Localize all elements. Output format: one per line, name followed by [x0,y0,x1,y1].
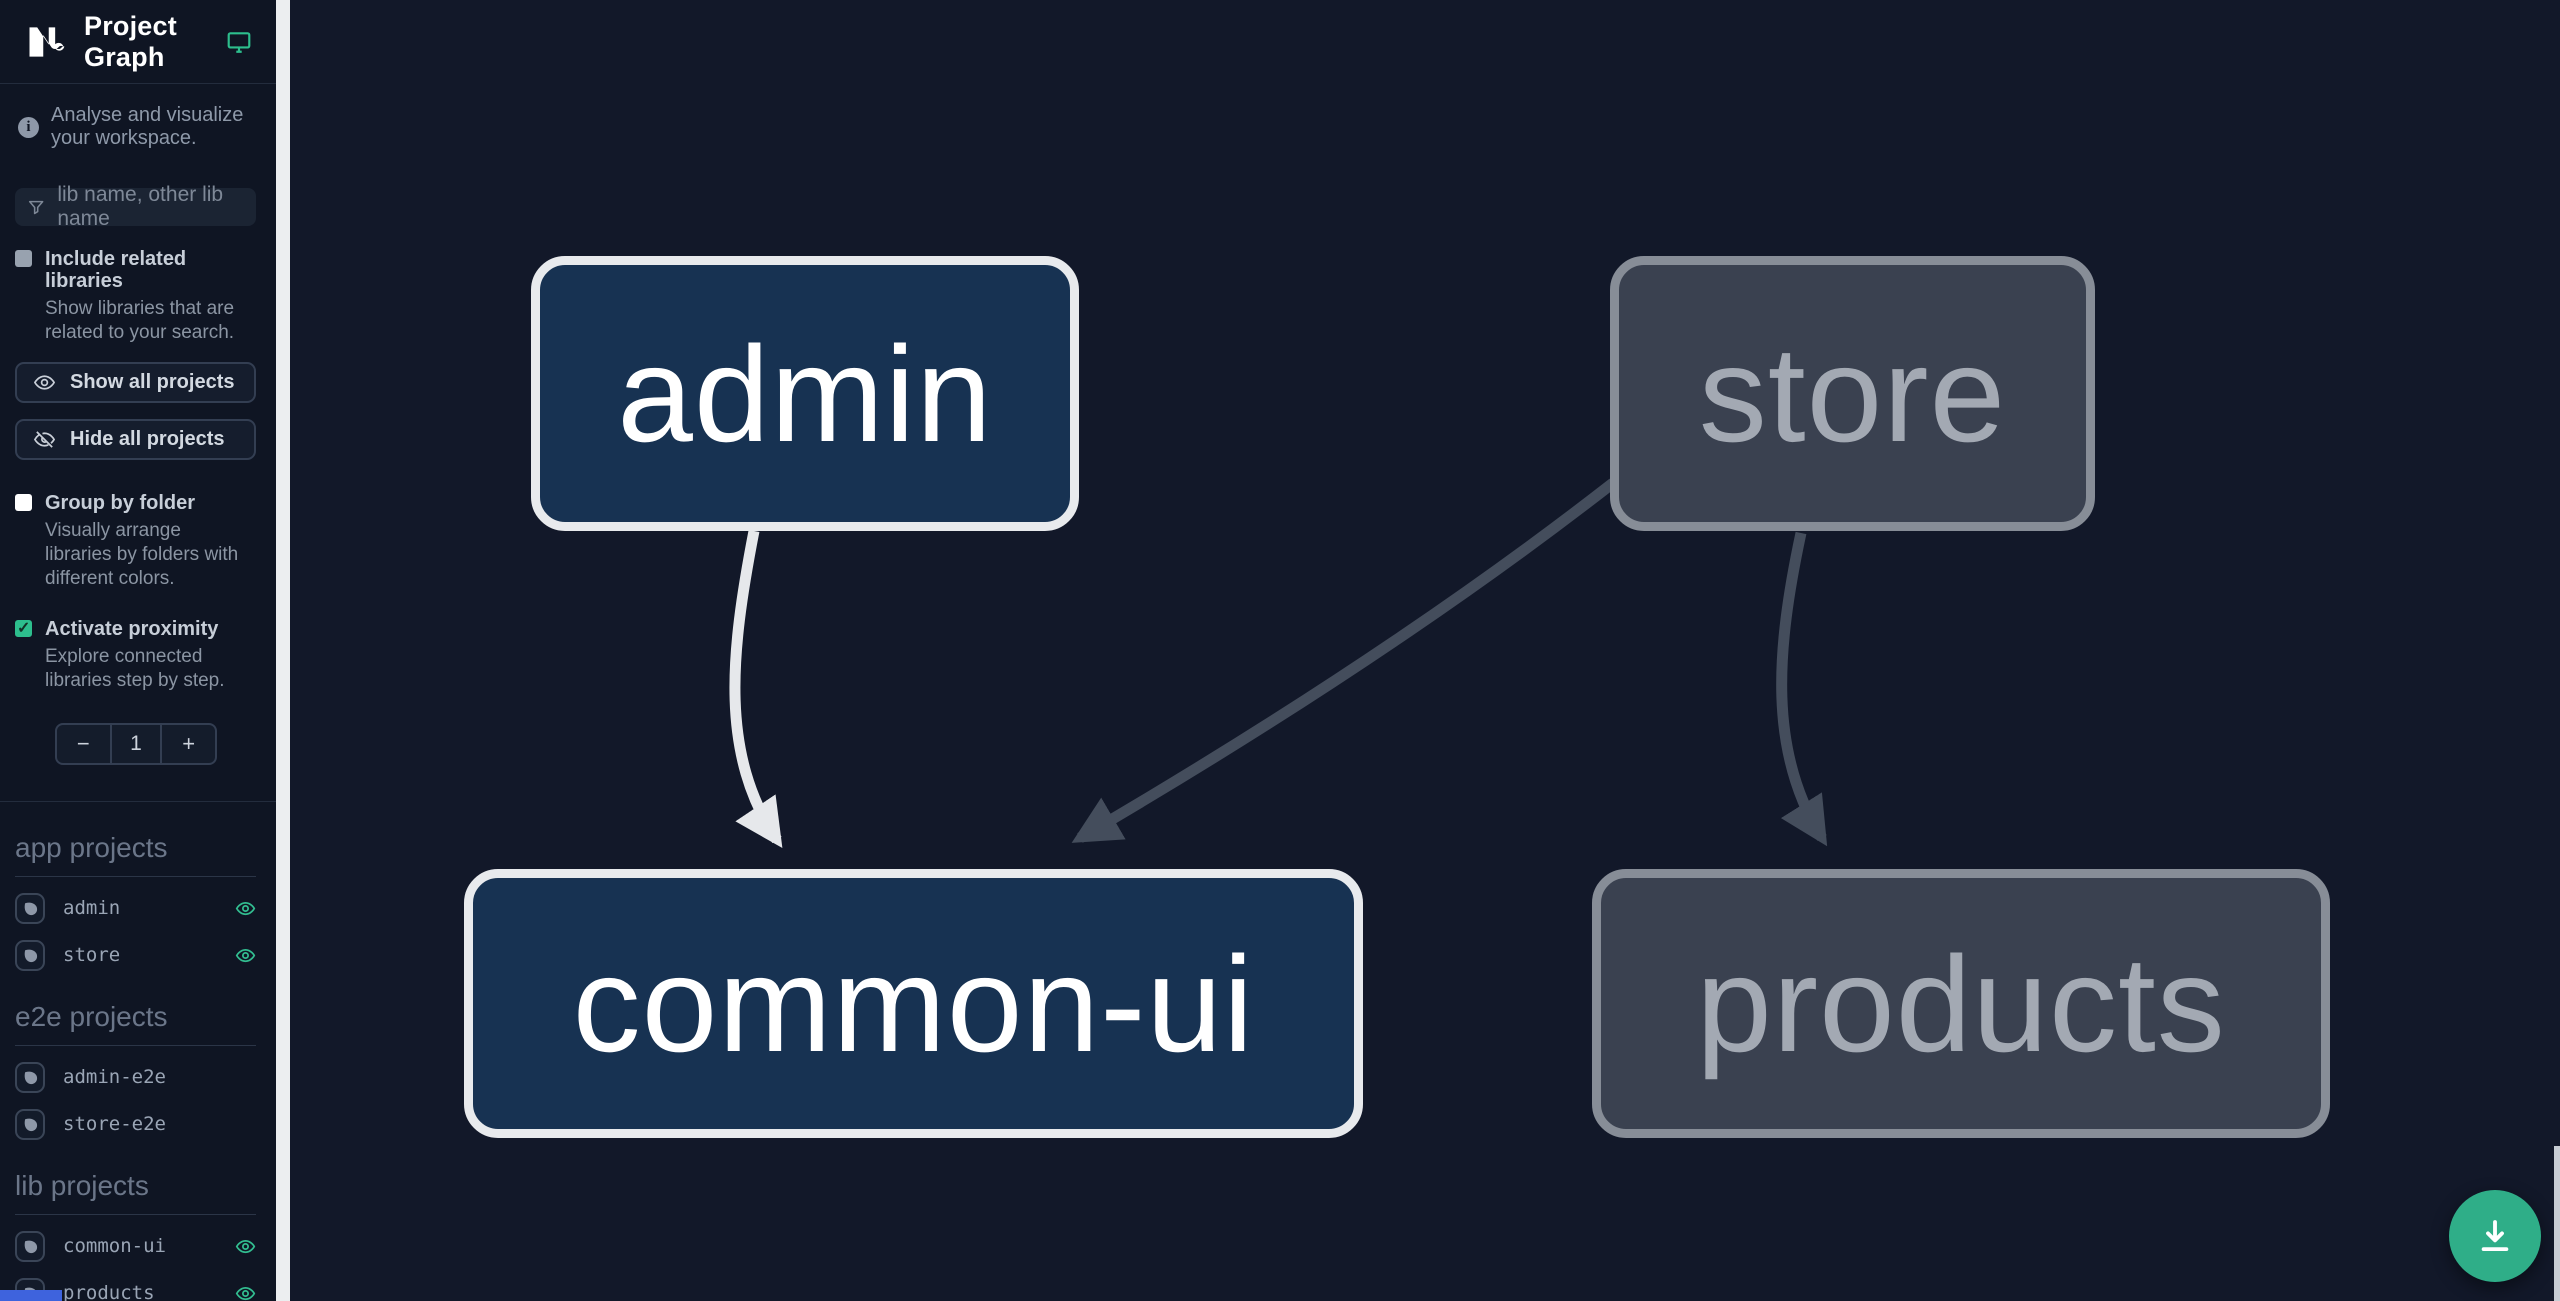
project-row-admin: admin [15,892,256,924]
eye-icon [33,375,56,390]
focus-pin-icon [24,1240,37,1253]
graph-node-admin[interactable]: admin [531,256,1079,531]
graph-node-store[interactable]: store [1610,256,2095,531]
graph-node-common-ui[interactable]: common-ui [464,869,1363,1138]
project-name[interactable]: products [63,1282,155,1301]
project-row-common-ui: common-ui [15,1230,256,1262]
filter-funnel-icon [28,200,44,215]
project-name[interactable]: store-e2e [63,1113,166,1136]
intro-row: i Analyse and visualize your workspace. [0,84,276,150]
include-related-checkbox[interactable] [15,250,32,267]
proximity-value: 1 [109,725,163,764]
graph-node-products[interactable]: products [1592,869,2330,1138]
focus-project-button[interactable] [15,1061,45,1093]
toggle-visibility-eye-icon[interactable] [235,945,256,966]
hide-all-projects-label: Hide all projects [70,427,225,450]
vertical-scrollbar-thumb[interactable] [2554,1146,2560,1301]
activate-proximity-option: Activate proximity Explore connected lib… [15,618,256,694]
info-icon: i [18,116,39,138]
sidebar-header: Project Graph [0,0,276,84]
focus-pin-icon [24,949,37,962]
eye-slash-icon [33,430,56,448]
intro-text: Analyse and visualize your workspace. [51,104,244,149]
download-graph-button[interactable] [2449,1190,2541,1282]
hide-all-projects-button[interactable]: Hide all projects [15,418,256,460]
group-by-folder-option: Group by folder Visually arrange librari… [15,492,256,592]
edge-store-to-common-ui [1071,478,1617,843]
sidebar: Project Graph i Analyse and visualize yo… [0,0,276,1301]
include-related-option: Include related libraries Show libraries… [15,248,256,346]
focus-project-button[interactable] [15,939,45,971]
activate-proximity-description: Explore connected libraries step by step… [45,645,225,691]
section-heading-e2e-projects: e2e projects [15,1001,256,1047]
search-input[interactable]: lib name, other lib name [15,183,256,230]
include-related-description: Show libraries that are related to your … [45,298,235,344]
toggle-visibility-eye-icon[interactable] [235,898,256,919]
project-name[interactable]: store [63,944,121,967]
proximity-increment-button[interactable]: + [182,731,196,757]
horizontal-scrollbar-thumb[interactable] [0,1290,62,1301]
proximity-stepper: − 1 + [55,723,217,766]
sidebar-divider [0,801,276,803]
project-name[interactable]: admin [63,897,121,920]
page-title: Project Graph [84,10,177,72]
focus-project-button[interactable] [15,892,45,924]
section-heading-app-projects: app projects [15,832,256,878]
toggle-visibility-eye-icon[interactable] [235,1236,256,1257]
panel-resize-divider[interactable] [276,0,290,1301]
focus-project-button[interactable] [15,1230,45,1262]
project-name[interactable]: admin-e2e [63,1066,166,1089]
edge-store-to-products [1776,531,1828,847]
search-placeholder: lib name, other lib name [57,183,224,230]
include-related-label: Include related libraries [45,248,187,292]
group-by-folder-checkbox[interactable] [15,493,32,511]
focus-pin-icon [24,1118,37,1131]
focus-pin-icon [24,902,37,915]
activate-proximity-checkbox[interactable] [15,618,32,638]
focus-project-button[interactable] [15,1108,45,1140]
nx-logo-icon [29,26,65,57]
proximity-decrement-button[interactable]: − [76,731,90,757]
project-row-store: store [15,939,256,971]
activate-proximity-label: Activate proximity [45,617,219,640]
project-name[interactable]: common-ui [63,1235,166,1258]
section-heading-lib-projects: lib projects [15,1170,256,1216]
focus-pin-icon [24,1071,37,1084]
dependency-edges [729,478,1828,849]
download-icon [2481,1220,2509,1252]
project-row-store-e2e: store-e2e [15,1108,256,1140]
show-all-projects-label: Show all projects [70,370,235,393]
graph-canvas[interactable]: admin store common-ui products [290,0,2560,1301]
toggle-visibility-eye-icon[interactable] [235,1283,256,1301]
show-all-projects-button[interactable]: Show all projects [15,361,256,403]
group-by-folder-description: Visually arrange libraries by folders wi… [45,519,239,590]
group-by-folder-label: Group by folder [45,491,195,514]
project-row-admin-e2e: admin-e2e [15,1061,256,1093]
edge-admin-to-common-ui [729,529,783,849]
monitor-icon[interactable] [226,29,252,55]
